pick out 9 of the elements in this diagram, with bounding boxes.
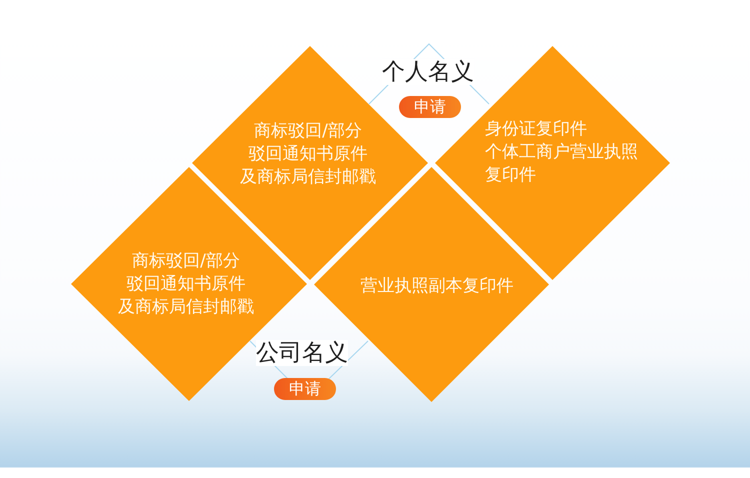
requirement-text: 商标驳回/部分驳回通知书原件及商标局信封邮戳 bbox=[240, 120, 376, 189]
apply-button: 申请 bbox=[274, 378, 336, 400]
group-heading: 个人名义 bbox=[382, 59, 474, 85]
apply-button: 申请 bbox=[399, 96, 461, 118]
requirement-text: 个体工商户营业执照复印件 bbox=[485, 141, 639, 187]
requirement-text: 商标驳回/部分驳回通知书原件及商标局信封邮戳 bbox=[118, 250, 254, 319]
requirement-text: 身份证复印件 bbox=[485, 118, 587, 141]
group-heading: 公司名义 bbox=[256, 340, 348, 366]
requirement-text: 营业执照副本复印件 bbox=[360, 275, 514, 298]
